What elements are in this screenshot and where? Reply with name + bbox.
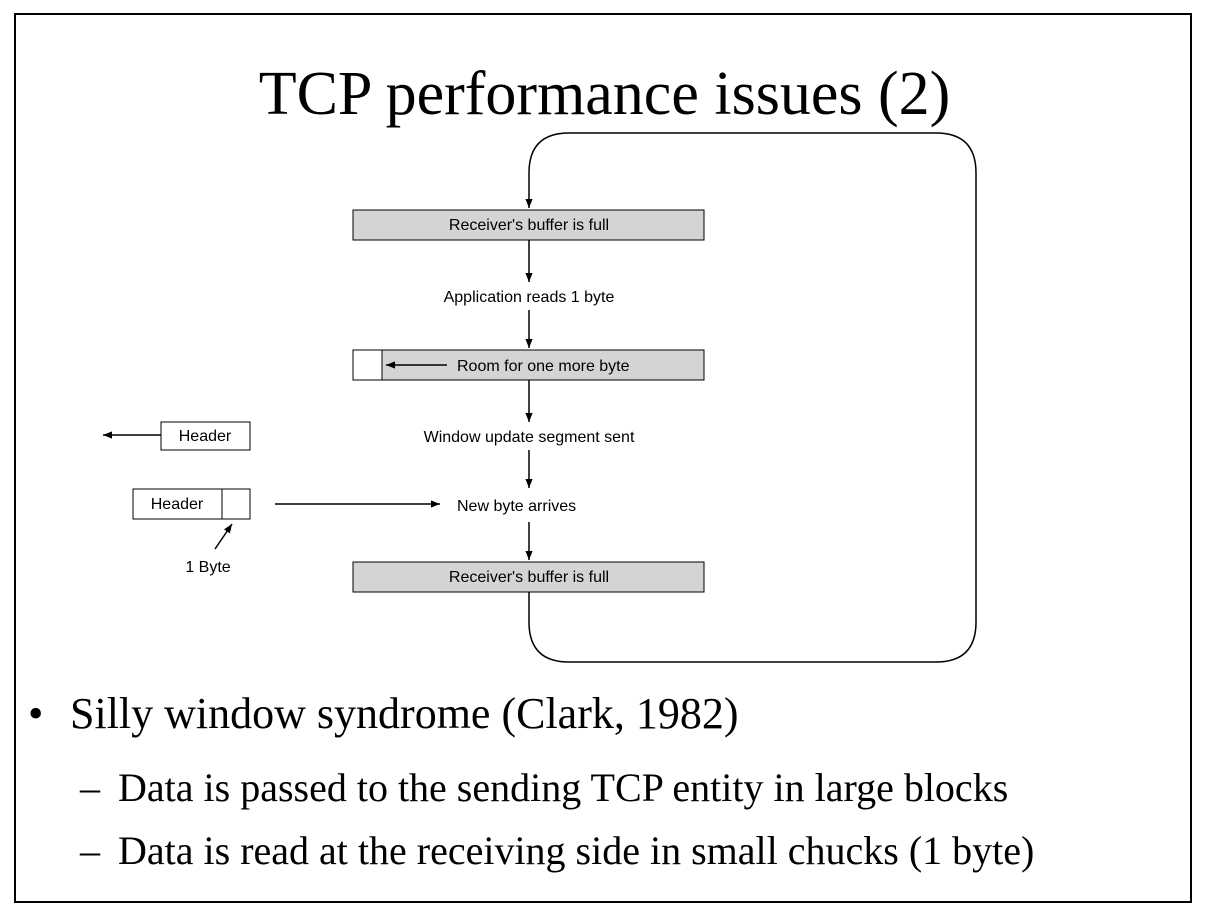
bullet-sub-1-text: Data is passed to the sending TCP entity… xyxy=(118,765,1009,810)
window-update-label: Window update segment sent xyxy=(424,429,635,446)
empty-byte-slot xyxy=(352,349,383,381)
bullet-main: • Silly window syndrome (Clark, 1982) xyxy=(28,686,739,742)
app-reads-label: Application reads 1 byte xyxy=(444,289,615,306)
buffer-full-bottom-label: Receiver's buffer is full xyxy=(449,569,609,586)
loop-line xyxy=(525,132,977,663)
new-byte-label: New byte arrives xyxy=(457,498,576,515)
one-byte-pointer xyxy=(214,523,233,550)
bullet-dash: – xyxy=(80,828,100,873)
header-out-box xyxy=(160,421,251,451)
bullet-sub-2-text: Data is read at the receiving side in sm… xyxy=(118,828,1035,873)
bullet-dot: • xyxy=(28,689,44,738)
header-in-label: Header xyxy=(151,496,204,513)
bullet-dash: – xyxy=(80,765,100,810)
one-byte-label: 1 Byte xyxy=(185,559,230,576)
buffer-full-bottom-box xyxy=(352,561,705,593)
data-byte-box xyxy=(221,488,251,520)
buffer-full-top-label: Receiver's buffer is full xyxy=(449,217,609,234)
room-label: Room for one more byte xyxy=(457,358,630,375)
bullet-sub-1: –Data is passed to the sending TCP entit… xyxy=(80,762,1008,814)
slide-frame xyxy=(14,13,1192,903)
room-buffer-box xyxy=(352,349,705,381)
header-out-label: Header xyxy=(179,428,232,445)
bullet-sub-2: –Data is read at the receiving side in s… xyxy=(80,825,1034,877)
bullet-main-text: Silly window syndrome (Clark, 1982) xyxy=(70,689,739,738)
slide-title: TCP performance issues (2) xyxy=(258,60,951,128)
